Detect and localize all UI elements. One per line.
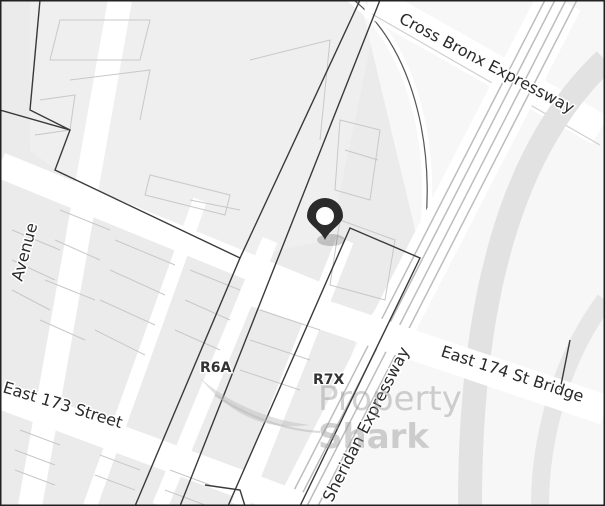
local-street	[231, 236, 354, 506]
sheridan-lane-2	[295, 0, 556, 506]
sheridan-lane-4	[317, 0, 578, 506]
lot-lines	[11, 19, 396, 506]
local-street	[83, 197, 207, 506]
watermark-line2: Shark	[318, 417, 430, 457]
zoning-boundaries	[0, 0, 571, 506]
local-street	[0, 152, 335, 313]
propertyshark-watermark: Property Shark	[200, 378, 462, 457]
sheridan-lane-1	[285, 0, 546, 506]
watermark-line1: Property	[318, 379, 462, 419]
sheridan-road	[279, 0, 581, 506]
sheridan-lane-3	[306, 0, 567, 506]
avenue-road	[18, 0, 132, 506]
zone-label-r7x: R7X	[313, 372, 345, 388]
zone-label-r6a: R6A	[200, 360, 232, 376]
ramp-road	[458, 51, 605, 506]
map-pin-icon[interactable]	[307, 198, 345, 246]
local-street	[152, 236, 278, 506]
